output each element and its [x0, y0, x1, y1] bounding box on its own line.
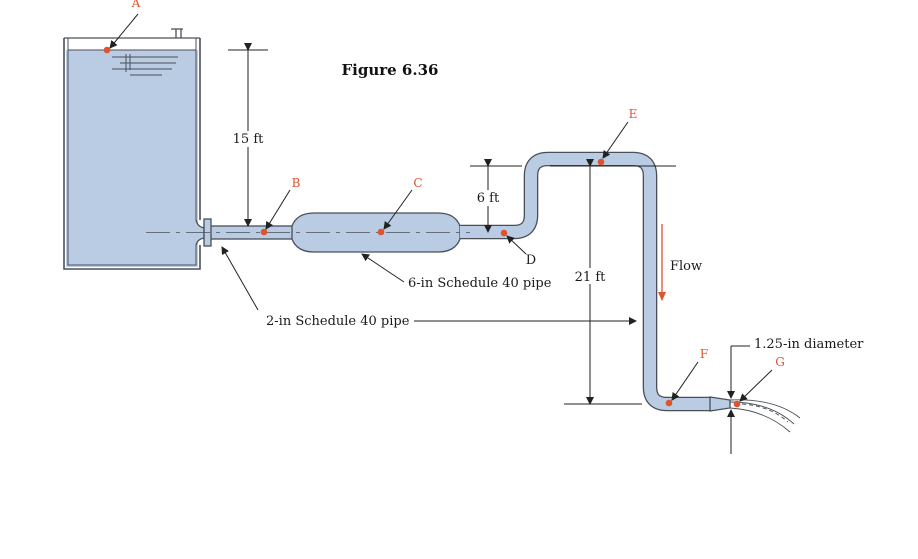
label-small-pipe: 2-in Schedule 40 pipe	[266, 314, 410, 329]
point-label-a: A	[131, 0, 141, 10]
dim-label-drop: 21 ft	[575, 270, 606, 285]
point-label-g: G	[775, 355, 785, 369]
point-e	[597, 158, 605, 166]
dim-label-bg	[572, 268, 608, 284]
point-label-e: E	[629, 107, 638, 121]
label-large-pipe: 6-in Schedule 40 pipe	[408, 276, 552, 291]
dim-label-nozzle: 1.25-in diameter	[754, 337, 864, 352]
surface-hatching	[112, 54, 178, 76]
figure-title: Figure 6.36	[342, 61, 439, 79]
point-d	[500, 229, 508, 237]
vent	[171, 28, 183, 38]
flow-label: Flow	[670, 259, 702, 274]
point-g	[733, 400, 741, 408]
tank-wall-outer	[63, 38, 201, 270]
point-label-f: F	[700, 347, 708, 361]
dimension-drop	[550, 159, 676, 405]
point-a	[103, 46, 111, 54]
point-b	[260, 228, 268, 236]
tank-wall-inner	[67, 38, 197, 266]
dim-label-rise: 6 ft	[477, 191, 500, 206]
point-label-d: D	[526, 253, 536, 268]
leader-small-pipe	[221, 246, 259, 311]
point-label-b: B	[292, 176, 301, 190]
dimension-nozzle	[727, 345, 750, 454]
point-f	[665, 399, 673, 407]
dim-label-bg	[226, 131, 266, 147]
point-label-c: C	[413, 176, 422, 190]
point-c	[377, 228, 385, 236]
tank	[63, 28, 207, 270]
nozzle	[709, 396, 731, 412]
leader-large-pipe	[361, 253, 405, 283]
water-jet	[729, 399, 801, 433]
dim-label-tank-height: 15 ft	[233, 132, 264, 147]
dim-label-bg	[474, 190, 502, 206]
tank-water	[66, 50, 198, 267]
point-markers: A B C D E F G	[103, 0, 785, 408]
